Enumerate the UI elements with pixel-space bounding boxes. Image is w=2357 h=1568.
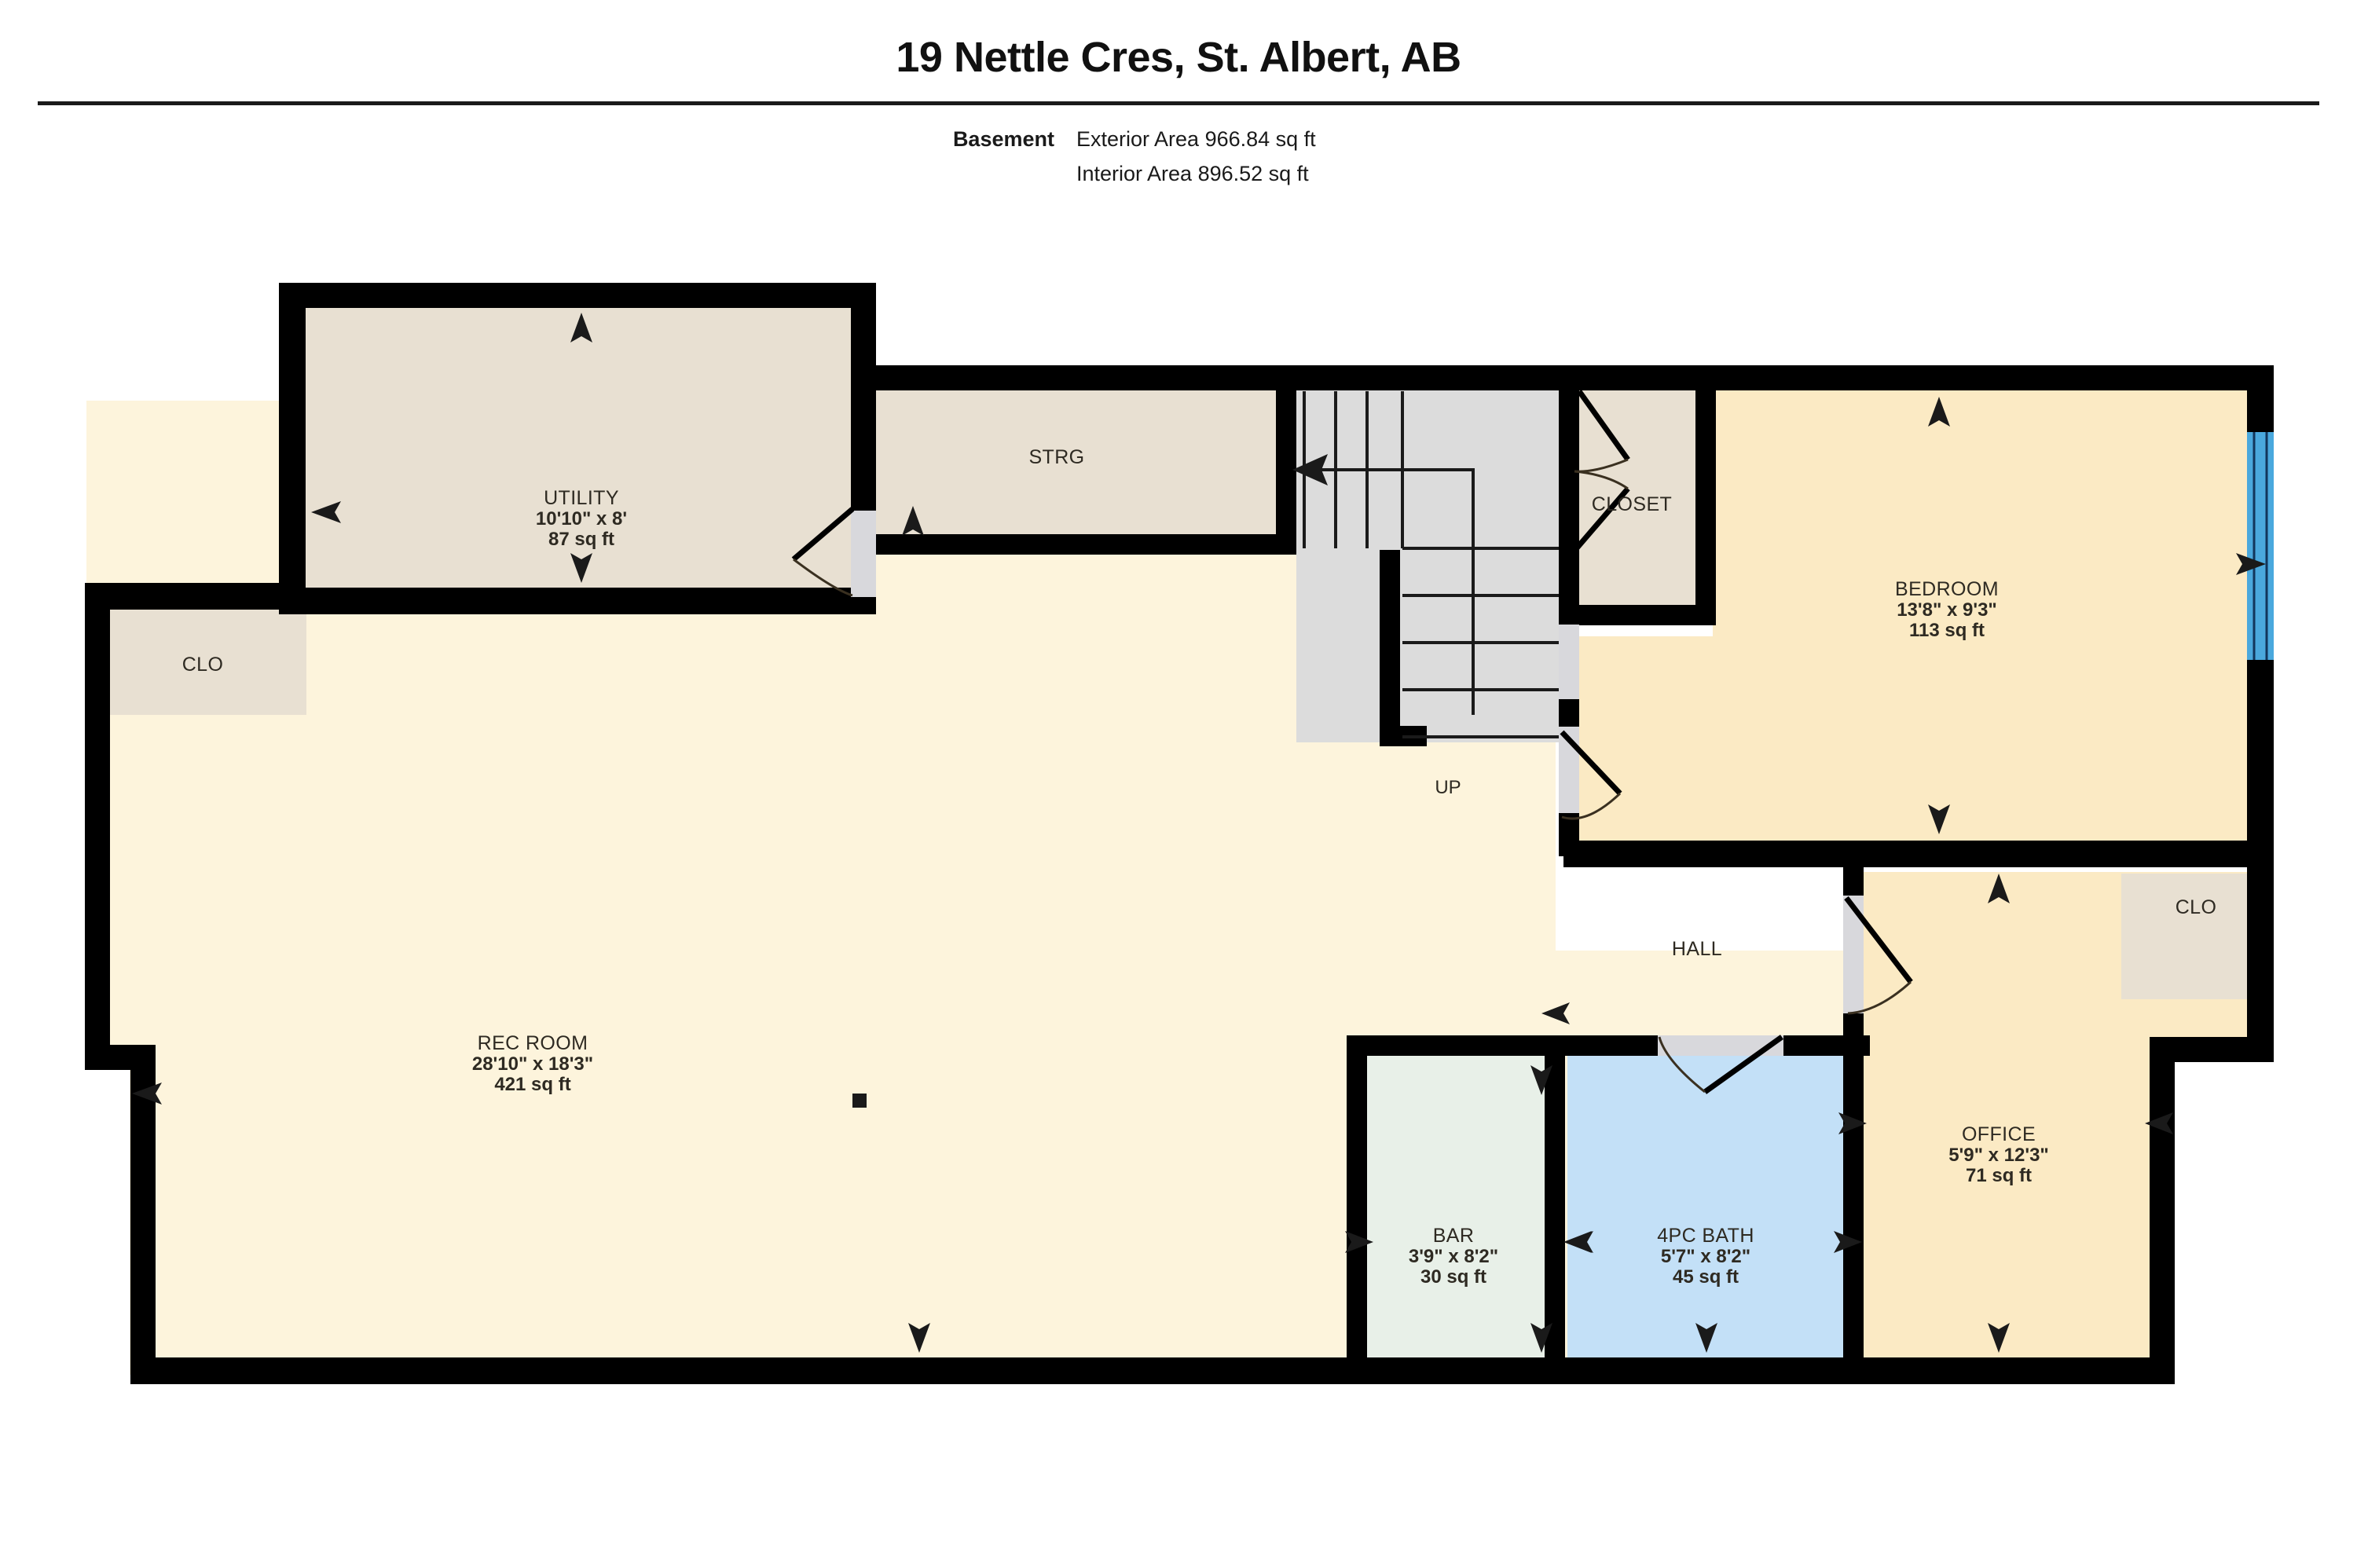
- room-label-bar: BAR 3'9" x 8'2" 30 sq ft: [1409, 1225, 1498, 1288]
- label-name-hall: HALL: [1672, 938, 1722, 960]
- room-label-bedroom: BEDROOM 13'8" x 9'3" 113 sq ft: [1895, 578, 1999, 641]
- room-label-office: OFFICE 5'9" x 12'3" 71 sq ft: [1948, 1123, 2049, 1186]
- room-fill-closet: [1570, 389, 1713, 625]
- exterior-area-value: Exterior Area 966.84 sq ft: [1076, 127, 1316, 152]
- staircase: [1292, 391, 1559, 738]
- interior-area-value: Interior Area 896.52 sq ft: [1076, 162, 1309, 186]
- room-fill-stairs: [1296, 389, 1563, 742]
- room-label-rec-room: REC ROOM 28'10" x 18'3" 421 sq ft: [472, 1032, 593, 1095]
- room-label-clo-left: CLO: [182, 654, 224, 676]
- label-dim-bar: 3'9" x 8'2": [1409, 1246, 1498, 1267]
- door-office: [1844, 896, 1913, 1015]
- floorplan-header: 19 Nettle Cres, St. Albert, AB Basement …: [0, 0, 2357, 192]
- room-label-strg: STRG: [1028, 446, 1084, 468]
- room-label-utility: UTILITY 10'10" x 8' 87 sq ft: [536, 487, 627, 550]
- label-area-bath: 45 sq ft: [1673, 1266, 1739, 1288]
- label-name-rec-room: REC ROOM: [478, 1032, 588, 1054]
- room-label-hall: HALL: [1672, 938, 1722, 960]
- orientation-arrows: [132, 313, 2266, 1353]
- label-dim-utility: 10'10" x 8': [536, 508, 627, 529]
- room-label-clo-right: CLO: [2176, 896, 2217, 918]
- label-area-office: 71 sq ft: [1966, 1165, 2032, 1186]
- label-name-strg: STRG: [1028, 446, 1084, 468]
- label-up: UP: [1435, 777, 1461, 798]
- door-utility: [791, 507, 855, 597]
- label-name-clo-right: CLO: [2176, 896, 2217, 918]
- room-fill-clo-right: [2121, 874, 2271, 999]
- level-label: Basement: [952, 127, 1054, 152]
- label-name-bar: BAR: [1433, 1225, 1475, 1247]
- room-fill-clo-left: [110, 609, 306, 715]
- label-name-utility: UTILITY: [544, 487, 619, 509]
- label-name-clo-left: CLO: [182, 654, 224, 676]
- window-bedroom-east: [2247, 432, 2274, 660]
- room-fill-bedroom: [1571, 389, 2271, 856]
- label-name-office: OFFICE: [1962, 1123, 2036, 1145]
- area-summary: Basement Exterior Area 966.84 sq ft Inte…: [0, 123, 2357, 191]
- label-name-bath: 4PC BATH: [1657, 1225, 1754, 1247]
- door-bedroom: [1560, 730, 1622, 820]
- area-row-exterior: Basement Exterior Area 966.84 sq ft: [927, 123, 1430, 157]
- room-fill-bath: [1567, 1053, 1854, 1375]
- label-area-utility: 87 sq ft: [548, 529, 614, 550]
- label-area-bar: 30 sq ft: [1420, 1266, 1486, 1288]
- label-dim-office: 5'9" x 12'3": [1948, 1145, 2049, 1166]
- area-label-spacer: [927, 157, 1076, 192]
- room-label-closet: CLOSET: [1592, 493, 1672, 515]
- label-stairs-up: UP: [1435, 777, 1461, 798]
- area-row-interior: Interior Area 896.52 sq ft: [927, 157, 1430, 192]
- label-dim-bedroom: 13'8" x 9'3": [1897, 599, 1997, 621]
- door-closet-bifold: [1573, 389, 1630, 552]
- page-title: 19 Nettle Cres, St. Albert, AB: [896, 34, 1461, 81]
- room-fill-strg: [872, 389, 1288, 538]
- room-fill-bar: [1367, 1053, 1552, 1375]
- label-name-closet: CLOSET: [1592, 493, 1672, 515]
- door-openings: [851, 511, 1864, 1056]
- label-dim-rec-room: 28'10" x 18'3": [472, 1053, 593, 1075]
- label-area-bedroom: 113 sq ft: [1909, 620, 1985, 641]
- label-name-bedroom: BEDROOM: [1895, 578, 1999, 600]
- label-area-rec-room: 421 sq ft: [494, 1074, 570, 1095]
- room-label-bath: 4PC BATH 5'7" x 8'2" 45 sq ft: [1657, 1225, 1754, 1288]
- interior-walls: [872, 385, 2142, 1384]
- label-dim-bath: 5'7" x 8'2": [1661, 1246, 1750, 1267]
- room-fill-utility: [305, 306, 872, 613]
- door-bath: [1658, 1035, 1784, 1094]
- floorplan-drawing: UP UTILITY 10'10" x 8' 87 sq ft STRG: [85, 283, 2274, 1384]
- floor-marker: [852, 1094, 867, 1108]
- title-divider: [38, 101, 2319, 106]
